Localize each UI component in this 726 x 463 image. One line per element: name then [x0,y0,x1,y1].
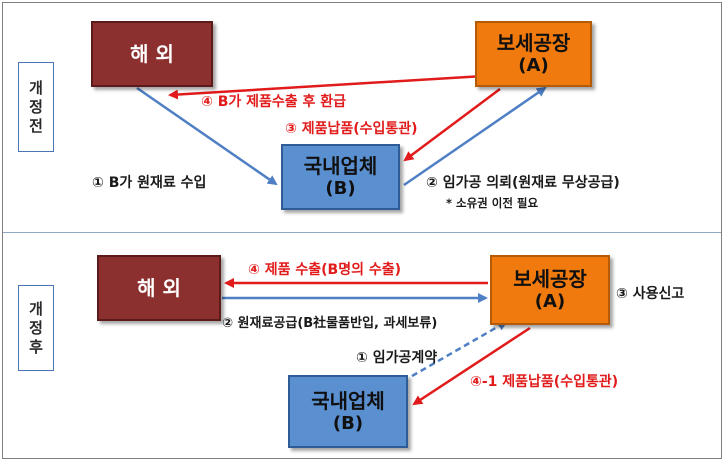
arrow-after-factory-to-domestic [412,326,531,406]
label-before-note: * 소유권 이전 필요 [446,196,539,210]
label-after-step4: ④ 제품 수출(B명의 수출) [248,262,401,278]
box-domestic-before: 국내업체 (B) [281,144,400,210]
label-after-step4-1: ④-1 제품납품(수입통관) [470,374,619,390]
arrow-before-factory-to-overseas [168,74,485,100]
arrow-before-overseas-to-domestic [136,86,278,186]
box-domestic-after: 국내업체 (B) [288,375,408,448]
label-after-step3: ③ 사용신고 [616,286,685,302]
label-before-step2: ② 임가공 의뢰(원재료 무상공급) [426,175,620,191]
bonded-factory-name: 보세공장 [496,31,571,56]
arrow-after-contract-dashed [411,320,508,378]
bonded-factory-code: (A) [534,291,566,313]
box-overseas-after: 해 외 [97,255,221,321]
domestic-code: (B) [332,412,364,434]
bonded-factory-name: 보세공장 [513,267,587,292]
overseas-label: 해 외 [137,276,181,300]
label-after-step2: ② 원재료공급(B社물품반입, 과세보류) [222,316,438,331]
domestic-code: (B) [325,178,356,200]
section-label-before: 개정전 [18,62,54,152]
domestic-name: 국내업체 [311,388,385,413]
box-overseas-before: 해 외 [91,21,213,87]
label-before-step4: ④ B가 제품수출 후 환급 [201,94,347,110]
section-label-after: 개정후 [18,285,54,371]
box-bonded-factory-before: 보세공장 (A) [475,21,592,87]
box-bonded-factory-after: 보세공장 (A) [490,255,610,325]
label-before-step1: ① B가 원재료 수입 [92,175,207,191]
overseas-label: 해 외 [130,42,174,66]
label-before-step3: ③ 제품납품(수입통관) [285,121,418,137]
bonded-factory-code: (A) [518,55,549,77]
arrow-before-factory-to-domestic [403,87,501,162]
arrow-before-domestic-to-factory [403,86,547,187]
label-after-step1: ① 임가공계약 [356,350,438,366]
domestic-name: 국내업체 [303,154,378,179]
outer-frame [2,2,722,459]
section-divider [3,232,721,233]
